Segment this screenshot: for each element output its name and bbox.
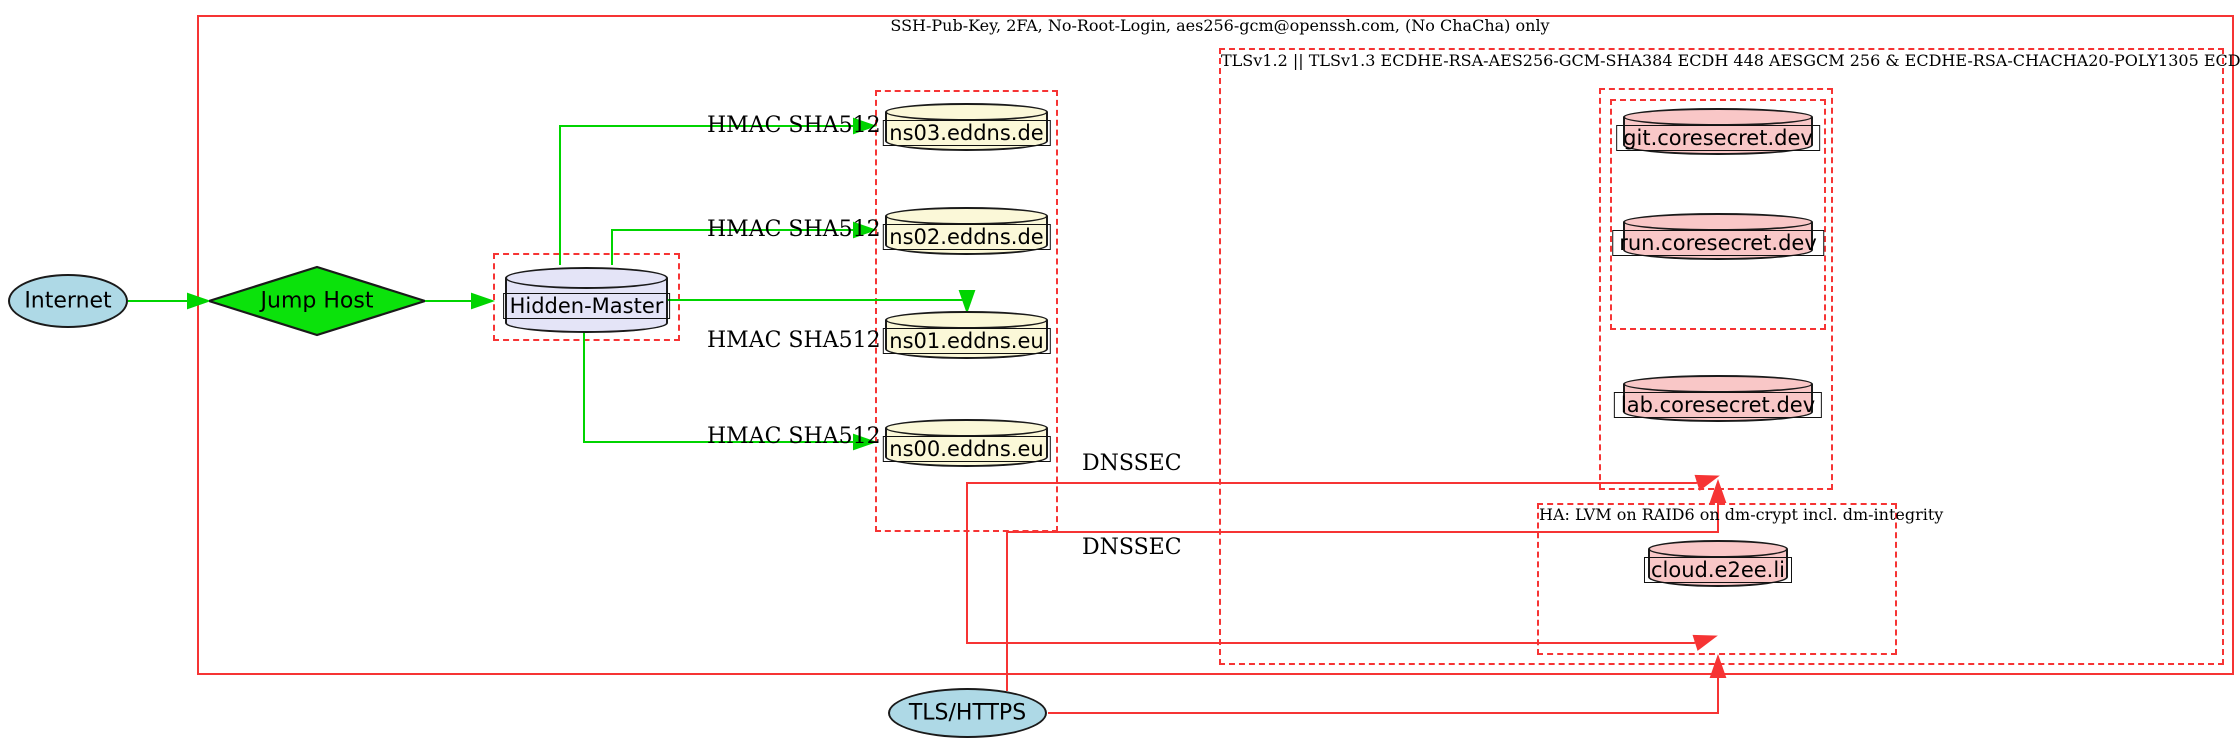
cluster-coresecret-inner-box: [1610, 99, 1826, 330]
cluster-tls-label: TLSv1.2 || TLSv1.3 ECDHE-RSA-AES256-GCM-…: [1221, 51, 2240, 70]
diamond-shape: [209, 265, 425, 337]
node-ns03: ns03.eddns.de: [882, 103, 1051, 151]
edge-hiddenmaster-to-ns03: [559, 117, 878, 265]
node-jump-host-label: Jump Host: [260, 288, 374, 314]
edge-label-hmac-ns00: HMAC SHA512: [707, 424, 881, 449]
node-tls-https-label: TLS/HTTPS: [908, 700, 1027, 726]
edge-tlshttps-to-ha: [1048, 653, 1727, 714]
cylinder-cap: [505, 267, 668, 289]
cylinder-cap: [885, 419, 1048, 437]
cylinder-cap: [1648, 540, 1788, 558]
cluster-ssh-label: SSH-Pub-Key, 2FA, No-Root-Login, aes256-…: [890, 16, 1550, 35]
node-lab: lab.coresecret.dev: [1613, 375, 1823, 422]
node-ns02: ns02.eddns.de: [882, 207, 1051, 255]
node-run: run.coresecret.dev: [1612, 213, 1824, 260]
cylinder-cap: [1623, 375, 1813, 393]
node-internet-label: Internet: [24, 288, 112, 314]
cylinder-cap: [1623, 108, 1813, 126]
node-git-label: git.coresecret.dev: [1616, 124, 1820, 151]
edge-tlshttps-to-coresecret: [1006, 478, 1727, 691]
node-ns03-label: ns03.eddns.de: [882, 120, 1051, 146]
cluster-ssh-box: [197, 15, 2234, 675]
node-ns02-label: ns02.eddns.de: [882, 224, 1051, 250]
node-lab-label: lab.coresecret.dev: [1613, 391, 1823, 418]
node-internet: Internet: [8, 274, 128, 328]
edge-label-hmac-ns01: HMAC SHA512: [707, 328, 881, 353]
cylinder-cap: [885, 103, 1048, 121]
edge-hiddenmaster-to-ns01: [668, 290, 976, 315]
edge-label-dnssec-bottom: DNSSEC: [1082, 535, 1182, 560]
node-run-label: run.coresecret.dev: [1612, 229, 1824, 256]
node-cloud: cloud.e2ee.li: [1643, 540, 1793, 587]
node-git: git.coresecret.dev: [1616, 108, 1820, 155]
edge-hiddenmaster-to-ns00: [583, 331, 878, 451]
edge-jumphost-to-hiddenmaster: [425, 292, 496, 310]
cylinder-cap: [885, 207, 1048, 225]
cylinder-cap: [885, 311, 1048, 329]
node-ns01: ns01.eddns.eu: [882, 311, 1051, 359]
edge-internet-to-jumphost: [128, 292, 212, 310]
node-cloud-label: cloud.e2ee.li: [1643, 556, 1793, 583]
node-ns01-label: ns01.eddns.eu: [882, 328, 1051, 354]
node-hidden-master: Hidden-Master: [502, 267, 671, 333]
node-ns00: ns00.eddns.eu: [882, 419, 1051, 467]
node-jump-host: Jump Host: [209, 265, 425, 337]
edge-dns-to-ha-dnssec: [966, 532, 1718, 651]
cluster-ha-label: HA: LVM on RAID6 on dm-crypt incl. dm-in…: [1539, 505, 1944, 524]
edge-hiddenmaster-to-ns02: [611, 221, 878, 265]
edge-label-hmac-ns02: HMAC SHA512: [707, 217, 881, 242]
edge-dns-to-coresecret-dnssec: [966, 474, 1720, 532]
node-hidden-master-label: Hidden-Master: [502, 293, 671, 319]
node-tls-https: TLS/HTTPS: [888, 688, 1047, 738]
node-ns00-label: ns00.eddns.eu: [882, 436, 1051, 462]
cylinder-cap: [1623, 213, 1813, 231]
edge-label-dnssec-top: DNSSEC: [1082, 451, 1182, 476]
edge-label-hmac-ns03: HMAC SHA512: [707, 113, 881, 138]
cluster-hidden-master-box: [493, 253, 680, 341]
